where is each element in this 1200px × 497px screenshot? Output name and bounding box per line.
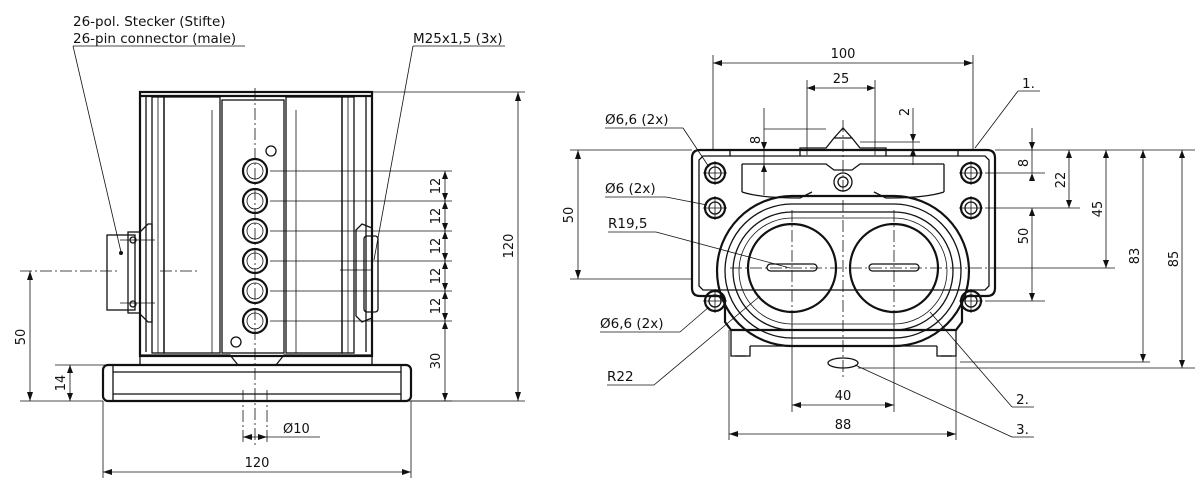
dim-40: 40	[835, 389, 852, 404]
dim-8-right: 8	[1017, 159, 1032, 167]
dim-height-120: 120	[502, 234, 517, 259]
right-view: 100 25 8 2 8 22 50	[562, 47, 1195, 440]
dim-hole-phi10: Ø10	[283, 422, 310, 437]
corner-holes	[703, 161, 983, 313]
label-hole-6: Ø6 (2x)	[605, 181, 656, 197]
dim-25: 25	[833, 72, 850, 87]
dim-base-to-hole: 30	[429, 353, 444, 370]
dim-2: 2	[898, 108, 913, 116]
dim-pitch-2: 12	[429, 208, 444, 225]
housing-body	[138, 90, 374, 358]
label-connector-de: 26-pol. Stecker (Stifte)	[73, 14, 226, 30]
dim-width-120: 120	[245, 456, 270, 471]
label-radius-22: R22	[607, 369, 634, 385]
hole-column	[230, 145, 277, 348]
dim-83: 83	[1128, 248, 1143, 265]
dim-50-right: 50	[1017, 228, 1032, 245]
label-connector-en: 26-pin connector (male)	[73, 31, 236, 47]
callout-3: 3.	[1016, 422, 1029, 438]
dim-base-14: 14	[54, 375, 69, 392]
connector-26pin	[106, 223, 155, 323]
base-plate	[101, 363, 413, 403]
dim-pitch-1: 12	[429, 178, 444, 195]
dim-8-top: 8	[749, 136, 764, 144]
label-radius-19-5: R19,5	[608, 216, 647, 232]
dim-85: 85	[1167, 251, 1182, 268]
label-hole-66-top: Ø6,6 (2x)	[605, 112, 669, 128]
dim-50-left: 50	[562, 207, 577, 224]
dim-pitch-4: 12	[429, 268, 444, 285]
dim-pitch-5: 12	[429, 298, 444, 315]
dim-22: 22	[1054, 172, 1069, 189]
dim-width-100: 100	[831, 47, 856, 62]
left-view: 12 12 12 12 12 30 120 50 14 120 Ø10 26-p…	[14, 14, 525, 478]
cable-gland-m25	[340, 223, 379, 323]
dim-axis-50: 50	[14, 329, 29, 346]
dim-pitch-3: 12	[429, 238, 444, 255]
dim-45: 45	[1091, 201, 1106, 218]
label-thread: M25x1,5 (3x)	[413, 31, 503, 47]
callout-1: 1.	[1022, 76, 1035, 92]
dim-88: 88	[835, 418, 852, 433]
callout-2: 2.	[1016, 392, 1029, 408]
label-hole-66-bottom: Ø6,6 (2x)	[600, 316, 664, 332]
